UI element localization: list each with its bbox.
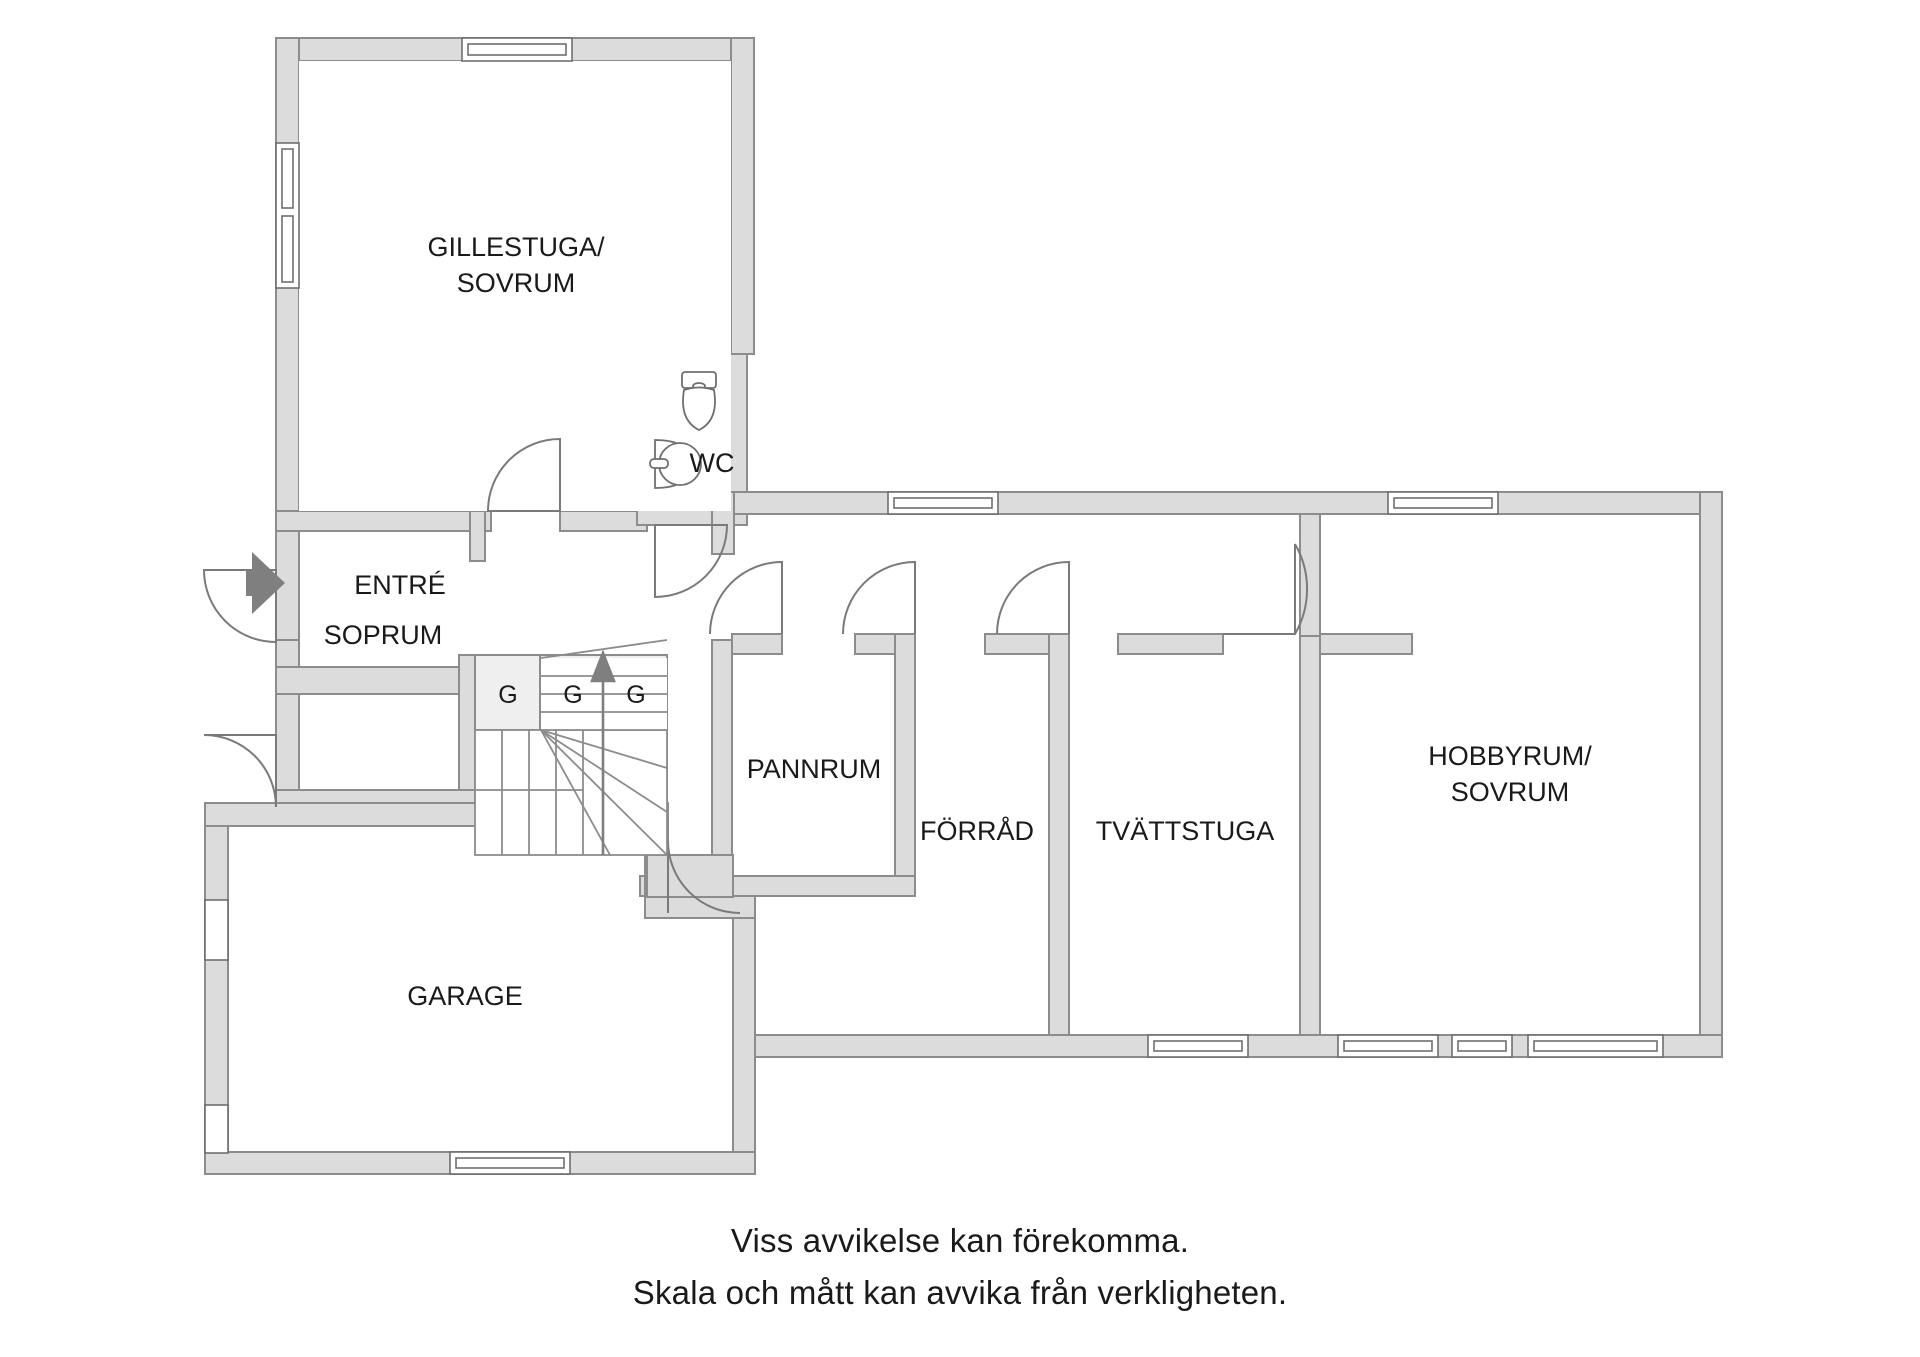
label-pannrum: PANNRUM: [747, 754, 882, 784]
label-tvattstuga: TVÄTTSTUGA: [1096, 816, 1275, 846]
window-garage-left-2: [204, 1104, 229, 1154]
disclaimer-caption: Viss avvikelse kan förekomma. Skala och …: [0, 1215, 1920, 1319]
sink-icon: [649, 439, 702, 489]
door-forrad: [842, 560, 916, 635]
door-entrance: [202, 569, 277, 644]
label-hobbyrum-line2: SOVRUM: [1451, 777, 1570, 807]
label-wc: WC: [690, 448, 735, 478]
window-gillestuga-top: [461, 37, 573, 62]
label-closet-1: G: [498, 681, 517, 709]
room-label-layer: GILLESTUGA/ SOVRUM WC ENTRÉ SOPRUM GARAG…: [324, 232, 1593, 1011]
caption-line-1: Viss avvikelse kan förekomma.: [730, 1222, 1190, 1259]
window-hobbyrum-bottom-2: [1451, 1034, 1513, 1058]
wc-fixture-layer: [649, 371, 717, 489]
label-gillestuga-line1: GILLESTUGA/: [427, 232, 605, 262]
caption-line-2: Skala och mått kan avvika från verklighe…: [632, 1274, 1288, 1311]
door-tvattstuga: [996, 560, 1070, 635]
window-layer: [204, 37, 1664, 1175]
wall-right-outer: [1699, 491, 1723, 1058]
stair-envelope: [474, 729, 668, 856]
window-hobbyrum-bottom-3: [1527, 1034, 1664, 1058]
door-garage: [667, 840, 741, 914]
wall-stair-landing-fill: [646, 854, 734, 898]
label-gillestuga-line2: SOVRUM: [457, 268, 576, 298]
window-garage-left-1: [204, 899, 229, 961]
wall-gillestuga-entre-right: [559, 510, 648, 532]
wall-corridor-north: [711, 491, 1723, 515]
wall-gillestuga-entre: [275, 510, 492, 532]
window-hobbyrum-bottom-1: [1337, 1034, 1439, 1058]
wall-pannrum-bottom: [731, 875, 916, 897]
label-entre: ENTRÉ: [354, 570, 446, 600]
label-soprum: SOPRUM: [324, 620, 443, 650]
door-soprum: [203, 734, 277, 808]
window-garage-bottom: [449, 1151, 571, 1175]
label-forrad: FÖRRÅD: [920, 815, 1034, 846]
label-hobbyrum-line1: HOBBYRUM/: [1428, 741, 1592, 771]
label-closet-3: G: [626, 681, 645, 709]
wall-right-gillestuga: [730, 37, 755, 355]
wall-entre-soprum: [275, 666, 473, 695]
wall-garage-right: [732, 895, 756, 1175]
label-garage: GARAGE: [407, 981, 523, 1011]
wall-corridor-south-c: [984, 633, 1050, 655]
window-corridor-2: [1387, 491, 1499, 515]
wall-corridor-south-a: [731, 633, 783, 655]
door-hobbyrum: [1223, 543, 1309, 635]
label-closet-2: G: [563, 681, 582, 709]
toilet-icon: [681, 371, 717, 432]
staircase: [474, 639, 668, 856]
wall-tvatt-hobby: [1299, 633, 1321, 1036]
door-layer: [202, 437, 1309, 914]
stair-winder-4: [540, 729, 611, 856]
room-floor-layer: [299, 61, 731, 511]
stair-nosing-top: [540, 639, 668, 659]
wall-stub-entre-top: [469, 510, 486, 562]
stair-up-arrow: [590, 649, 616, 855]
wall-corridor-south-d: [1117, 633, 1224, 655]
entrance-arrow: [246, 552, 285, 614]
door-gillestuga: [486, 437, 561, 512]
window-gillestuga-left: [275, 142, 300, 289]
door-pannrum: [709, 560, 783, 635]
wall-pannrum-forrad: [894, 633, 916, 885]
wall-soprum-closet-divider: [458, 654, 476, 801]
door-wc: [654, 524, 729, 599]
window-tvattstuga-bottom: [1147, 1034, 1249, 1058]
window-corridor-1: [887, 491, 999, 515]
wall-forrad-tvatt: [1048, 633, 1070, 1036]
wall-garage-bridge: [644, 895, 756, 919]
